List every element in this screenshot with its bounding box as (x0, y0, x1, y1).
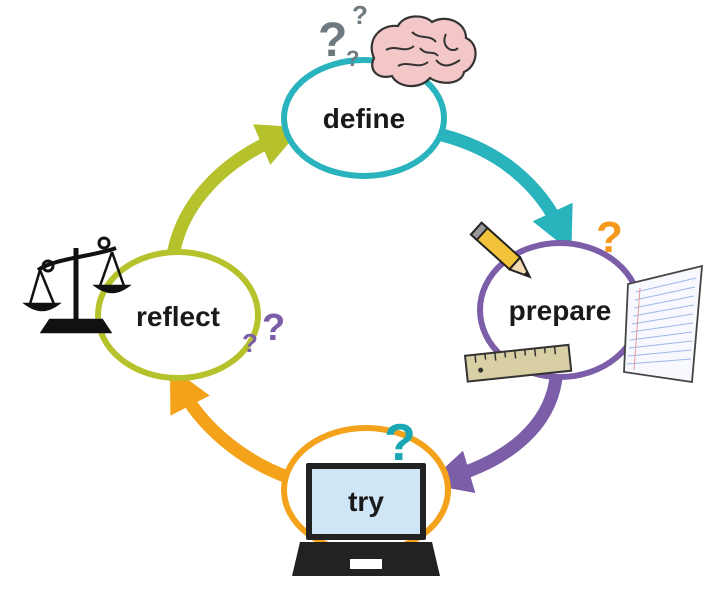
arrow-prepare-to-try (426, 371, 563, 494)
ruler-icon (463, 343, 573, 383)
stage-define: define (281, 57, 447, 179)
stage-reflect: reflect (95, 249, 261, 381)
arrow-define-to-prepare (435, 128, 573, 253)
stage-prepare-label: prepare (509, 295, 612, 326)
question-mark-define-2: ? (352, 0, 368, 30)
stage-try-label: try (348, 486, 384, 517)
scales-icon (22, 236, 132, 334)
stage-try: try (281, 425, 451, 576)
notepad-icon (623, 264, 704, 384)
stage-reflect-label: reflect (136, 301, 220, 332)
laptop-icon (292, 463, 440, 576)
stage-define-label: define (323, 103, 405, 134)
question-mark-define-1: ? (318, 14, 347, 67)
question-mark-reflect-1: ? (262, 307, 285, 349)
arrow-reflect-to-define (167, 124, 303, 257)
pencil-icon (469, 221, 532, 279)
question-mark-prepare: ? (596, 213, 623, 262)
arrow-try-to-reflect (169, 366, 297, 485)
question-mark-try: ? (384, 414, 416, 472)
question-mark-reflect-2: ? (242, 328, 258, 358)
brain-icon (370, 15, 477, 88)
stage-prepare: prepare (477, 240, 643, 380)
question-mark-define-3: ? (346, 46, 359, 71)
